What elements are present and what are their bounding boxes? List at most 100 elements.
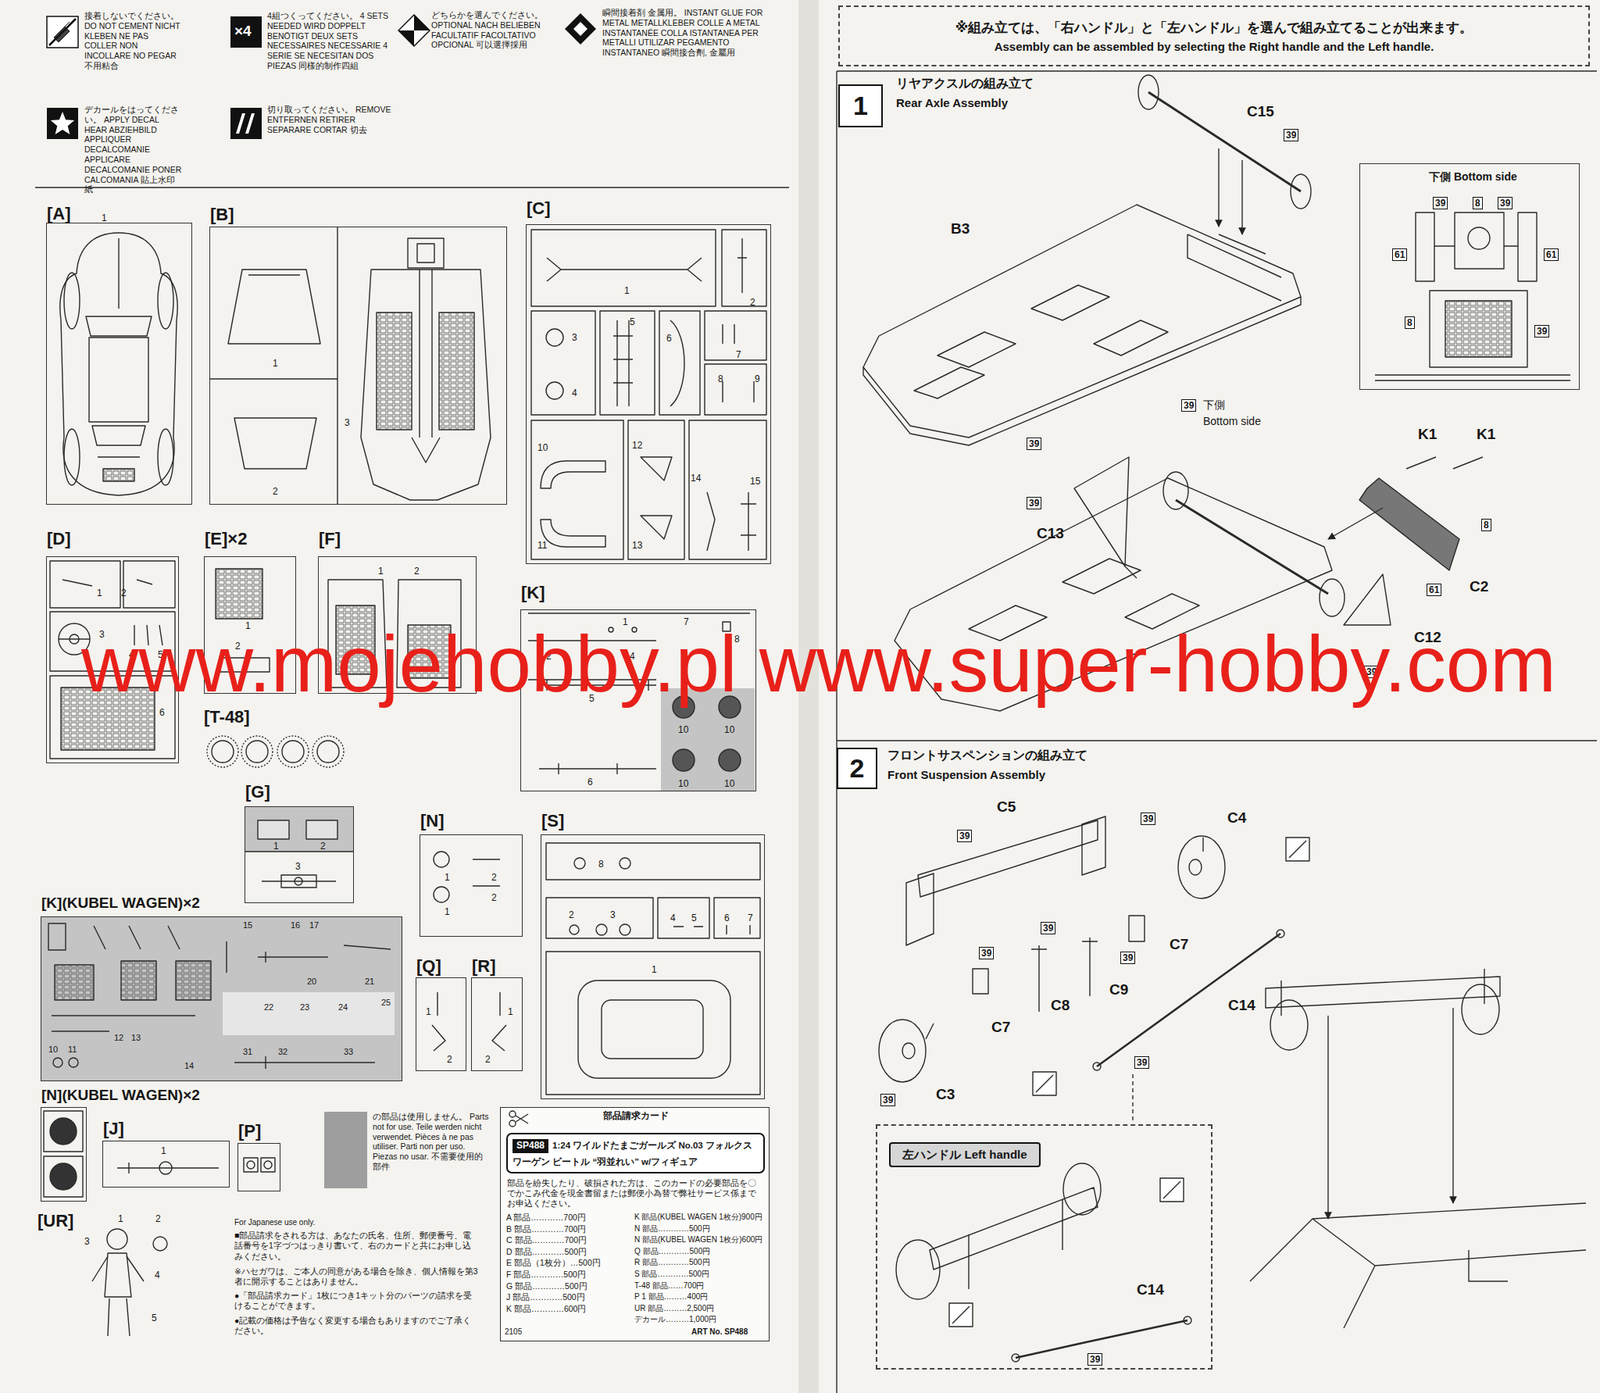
part-number: 16 bbox=[290, 920, 300, 931]
drawing-rect bbox=[103, 468, 135, 482]
drawing-path bbox=[85, 238, 152, 458]
drawing-rect bbox=[657, 897, 710, 939]
drawing-circle bbox=[1183, 1316, 1192, 1325]
drawing-path bbox=[1096, 933, 1281, 1067]
label-text: Bottom side bbox=[1203, 414, 1261, 429]
drawing-circle bbox=[282, 740, 304, 763]
drawing-path bbox=[673, 925, 750, 935]
drawing-rect bbox=[43, 1156, 83, 1197]
drawing-path bbox=[1035, 1075, 1054, 1093]
drawing-path bbox=[906, 873, 934, 946]
drawing-rect bbox=[714, 897, 761, 939]
part-number: 24 bbox=[338, 1002, 348, 1013]
drawing-circle bbox=[509, 1120, 516, 1127]
drawing-circle bbox=[546, 328, 564, 347]
part-number: 2 bbox=[446, 1053, 453, 1065]
part-number: 4 bbox=[571, 387, 578, 399]
parts-frame: [Q] bbox=[415, 977, 467, 1072]
label-text: ●「部品請求カード」1枚につき1キット分のパーツの請求を受けることができます。 bbox=[234, 1290, 479, 1312]
label-text: リヤアクスルの組み立て bbox=[896, 75, 1034, 91]
callout-number: 39 bbox=[1140, 812, 1156, 825]
drawing-g bbox=[35, 71, 1597, 1393]
drawing-line bbox=[35, 186, 790, 188]
drawing-path bbox=[1132, 1074, 1133, 1123]
part-number: 33 bbox=[343, 1046, 354, 1058]
drawing-circle bbox=[246, 740, 268, 763]
drawing-rect bbox=[1415, 212, 1435, 282]
parts-frame: [G] bbox=[244, 806, 354, 904]
part-number: 15 bbox=[242, 920, 253, 931]
legend-text: 4組つくってください。 4 SETS NEEDED WIRD DOPPELT B… bbox=[267, 10, 393, 72]
node-text: 1 bbox=[853, 90, 868, 122]
note-box: ※組み立ては、「右ハンドル」と「左ハンドル」を選んで組み立てることが出来ます。A… bbox=[838, 5, 1590, 67]
drawing-ellipse bbox=[1319, 578, 1345, 617]
part-number: 6 bbox=[159, 707, 165, 718]
callout-number: 61 bbox=[1426, 583, 1442, 597]
label-text: デカール………1,000円 bbox=[634, 1314, 717, 1325]
frame-heading: [B] bbox=[210, 203, 235, 226]
drawing-line bbox=[244, 850, 354, 852]
part-number: 2 bbox=[155, 1213, 161, 1225]
legend-text: 接着しないでください。 DO NOT CEMENT NICHT KLEBEN N… bbox=[84, 10, 183, 72]
callout-number: 39 bbox=[1283, 128, 1299, 142]
node-text: 1:24 ワイルドたまごガールズ No.03 フォルクスワーゲン ビートル “羽… bbox=[512, 1140, 753, 1167]
drawing-ellipse bbox=[1461, 984, 1500, 1035]
drawing-path bbox=[528, 612, 750, 614]
callout-number: 8 bbox=[1472, 196, 1483, 210]
drawing-rect bbox=[659, 310, 700, 415]
frame-heading: [R] bbox=[471, 955, 497, 978]
step-number: 1 bbox=[838, 84, 883, 128]
node-text: ※組み立ては、「右ハンドル」と「左ハンドル」を選んで組み立てることが出来ます。 bbox=[955, 18, 1474, 37]
label-text: J 部品…………500円 bbox=[506, 1292, 586, 1303]
drawing-path bbox=[1187, 234, 1282, 301]
drawing-path bbox=[117, 1162, 219, 1174]
drawing-path bbox=[1082, 937, 1098, 997]
drawing-circle bbox=[1011, 1353, 1020, 1362]
label-text: E 部品（1枚分）…500円 bbox=[506, 1257, 601, 1268]
drawing-circle bbox=[241, 735, 273, 768]
legend-swatch bbox=[324, 1111, 368, 1189]
drawing-ellipse bbox=[878, 1019, 926, 1083]
drawing-path bbox=[1148, 92, 1301, 192]
legend-symbol bbox=[229, 107, 263, 140]
legend-text: の部品は使用しません。 Parts not for use. Teile wer… bbox=[372, 1111, 490, 1172]
icon-part bbox=[235, 113, 255, 134]
icon-part bbox=[573, 21, 588, 36]
label-text: N 部品…………500円 bbox=[634, 1224, 711, 1234]
node-text: 左ハンドル Left handle bbox=[902, 1147, 1027, 1163]
drawing-path bbox=[925, 1023, 934, 1040]
drawing-circle bbox=[596, 924, 608, 936]
callout-number: 39 bbox=[1534, 325, 1550, 338]
drawing-rect bbox=[1032, 1071, 1057, 1096]
drawing-path bbox=[226, 941, 391, 973]
drawing-rect bbox=[704, 310, 767, 361]
legend-text: 瞬間接着剤 金属用。 INSTANT GLUE FOR METAL METALL… bbox=[602, 7, 779, 58]
drawing-path bbox=[539, 763, 657, 775]
frame-heading: 下側 Bottom side bbox=[1428, 170, 1518, 185]
drawing-path bbox=[60, 232, 178, 496]
label-text: フロントサスペンションの組み立て bbox=[887, 747, 1088, 763]
frame-heading: [E]×2 bbox=[204, 528, 247, 550]
part-number: C4 bbox=[1227, 809, 1247, 828]
drawing-ellipse bbox=[1138, 75, 1159, 110]
parts-frame: [K](KUBEL WAGEN)×2 bbox=[40, 916, 403, 1082]
drawing-path bbox=[1074, 457, 1137, 579]
drawing-g bbox=[40, 688, 755, 1082]
drawing-path bbox=[1031, 945, 1047, 1012]
drawing-path bbox=[1452, 1007, 1454, 1204]
drawing-circle bbox=[107, 1228, 128, 1250]
frame-heading: [G] bbox=[245, 781, 271, 804]
part-number: C7 bbox=[1169, 935, 1189, 954]
part-number: 31 bbox=[242, 1046, 253, 1058]
drawing-path bbox=[1163, 1181, 1181, 1199]
part-number: 14 bbox=[184, 1060, 194, 1072]
parts-frame: [C] bbox=[525, 224, 772, 565]
drawing-circle bbox=[433, 886, 450, 903]
drawing-path bbox=[62, 579, 153, 586]
callout-number: 39 bbox=[1181, 399, 1197, 412]
drawing-path bbox=[836, 71, 1597, 1393]
part-number: 17 bbox=[309, 920, 319, 931]
drawing-circle bbox=[569, 925, 579, 935]
drawing-rect bbox=[215, 568, 263, 619]
